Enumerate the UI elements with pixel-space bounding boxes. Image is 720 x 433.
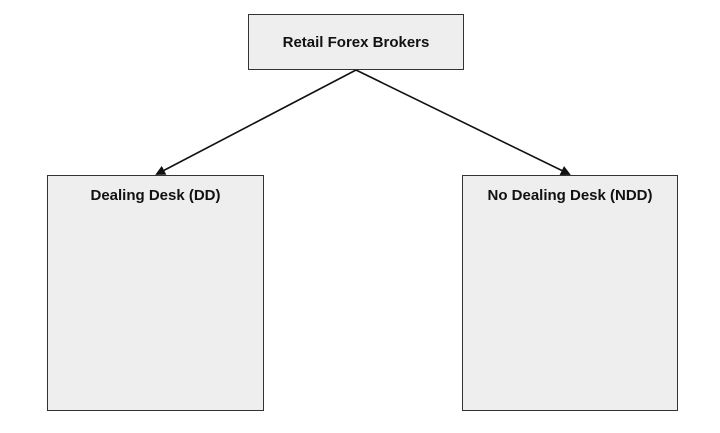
arrow-to-no-dealing-desk (355, 69, 571, 175)
arrow-to-dealing-desk (155, 69, 357, 175)
root-node-label: Retail Forex Brokers (282, 34, 430, 51)
dealing-desk-box: Dealing Desk (DD) (47, 175, 264, 411)
no-dealing-desk-label: No Dealing Desk (NDD) (487, 187, 653, 204)
root-node-box: Retail Forex Brokers (248, 14, 464, 70)
no-dealing-desk-box: No Dealing Desk (NDD) (462, 175, 678, 411)
dealing-desk-label: Dealing Desk (DD) (90, 187, 221, 204)
